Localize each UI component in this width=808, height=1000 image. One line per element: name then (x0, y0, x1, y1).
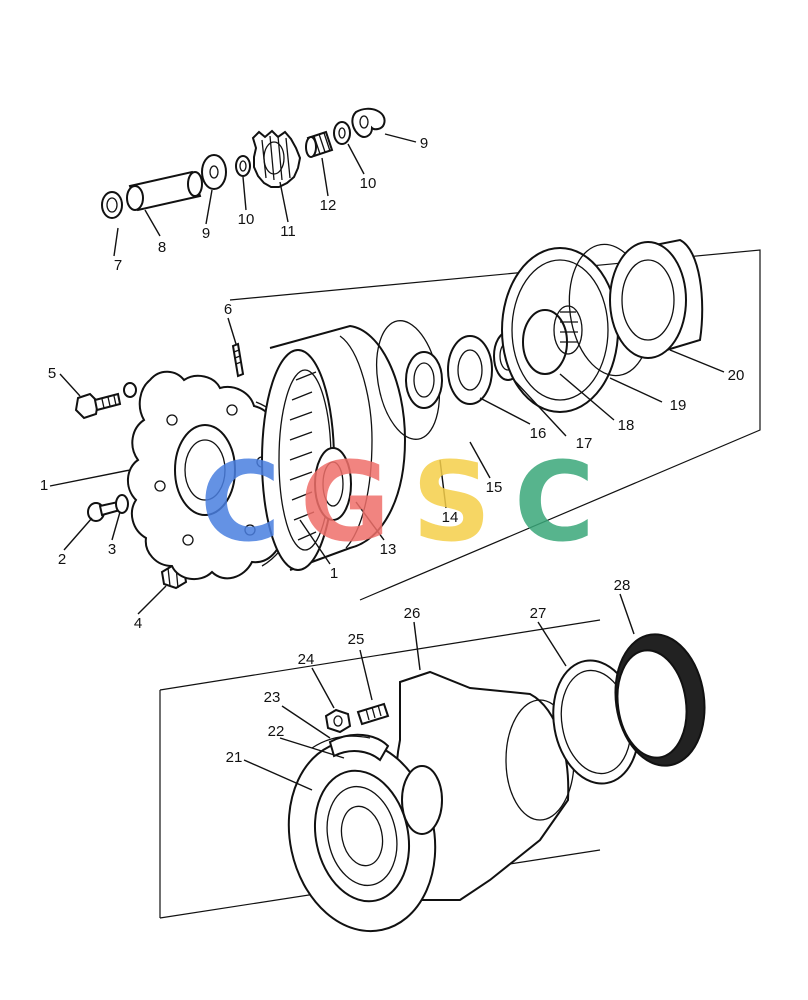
callout-1-ring-gear: 1 (330, 565, 338, 582)
part-18-planet-carrier-gear (501, 247, 619, 413)
callout-14: 14 (442, 509, 459, 526)
part-10-ring-right (333, 121, 351, 145)
callout-10-right: 10 (360, 175, 377, 192)
watermark-letter-3: S (412, 438, 491, 566)
watermark-logo: C G S C (200, 438, 595, 566)
callout-16: 16 (530, 425, 547, 442)
part-10-ring-left (235, 155, 251, 177)
callout-9-left: 9 (202, 225, 210, 242)
callout-26: 26 (404, 605, 421, 622)
callout-8: 8 (158, 239, 166, 256)
callout-23: 23 (264, 689, 281, 706)
callout-25: 25 (348, 631, 365, 648)
callout-22: 22 (268, 723, 285, 740)
callout-13: 13 (380, 541, 397, 558)
watermark-letter-4: C (514, 438, 595, 566)
callout-12: 12 (320, 197, 337, 214)
part-3-lock-washer (115, 494, 129, 514)
callout-3: 3 (108, 541, 116, 558)
part-8-pin (126, 170, 203, 212)
callout-9-right: 9 (420, 135, 428, 152)
part-1-cover-flange (127, 370, 303, 581)
watermark-letter-1: C (200, 438, 281, 566)
callout-20: 20 (728, 367, 745, 384)
callout-24: 24 (298, 651, 315, 668)
part-28-seal (614, 633, 706, 767)
part-11-planet-gear (251, 129, 302, 188)
callout-2: 2 (58, 551, 66, 568)
part-6-dowel-pin (231, 342, 245, 378)
panel-frame-upper (229, 249, 761, 601)
callout-4: 4 (134, 615, 142, 632)
callout-17: 17 (576, 435, 593, 452)
callout-19: 19 (670, 397, 687, 414)
part-7-bushing (101, 191, 123, 219)
callout-labels: 7 8 9 10 11 12 10 9 6 5 1 2 3 4 1 13 14 … (40, 135, 745, 766)
callout-15: 15 (486, 479, 503, 496)
part-20-drum (609, 238, 704, 359)
part-24-nut (324, 708, 352, 734)
hub-cover-assembly (74, 238, 704, 590)
callout-28: 28 (614, 577, 631, 594)
part-14-nut (405, 351, 443, 409)
part-22-gasket (328, 733, 390, 762)
pin-assembly (101, 107, 386, 219)
part-5-bolt (74, 392, 122, 420)
part-12-needle-bearing (305, 130, 334, 158)
leader-lines (49, 133, 725, 791)
part-16-bearing (447, 335, 493, 405)
callout-18: 18 (618, 417, 635, 434)
callout-11: 11 (280, 223, 296, 240)
lock-washer-upper (123, 382, 137, 398)
callout-7: 7 (114, 257, 122, 274)
callout-6: 6 (224, 301, 232, 318)
part-13-sun-gear (314, 447, 352, 521)
callout-27: 27 (530, 605, 547, 622)
wheel-hub-assembly (287, 633, 706, 933)
part-9-washer-left (201, 154, 227, 190)
callout-1-flange: 1 (40, 477, 48, 494)
callout-5: 5 (48, 365, 56, 382)
watermark-letter-2: G (300, 438, 390, 566)
part-23-friction-plate (311, 735, 371, 749)
part-21-brake-housing (287, 739, 443, 933)
callout-21: 21 (226, 749, 243, 766)
part-25-stud (356, 702, 390, 726)
callout-10-left: 10 (238, 211, 255, 228)
part-9-thrust-washer (351, 107, 386, 138)
